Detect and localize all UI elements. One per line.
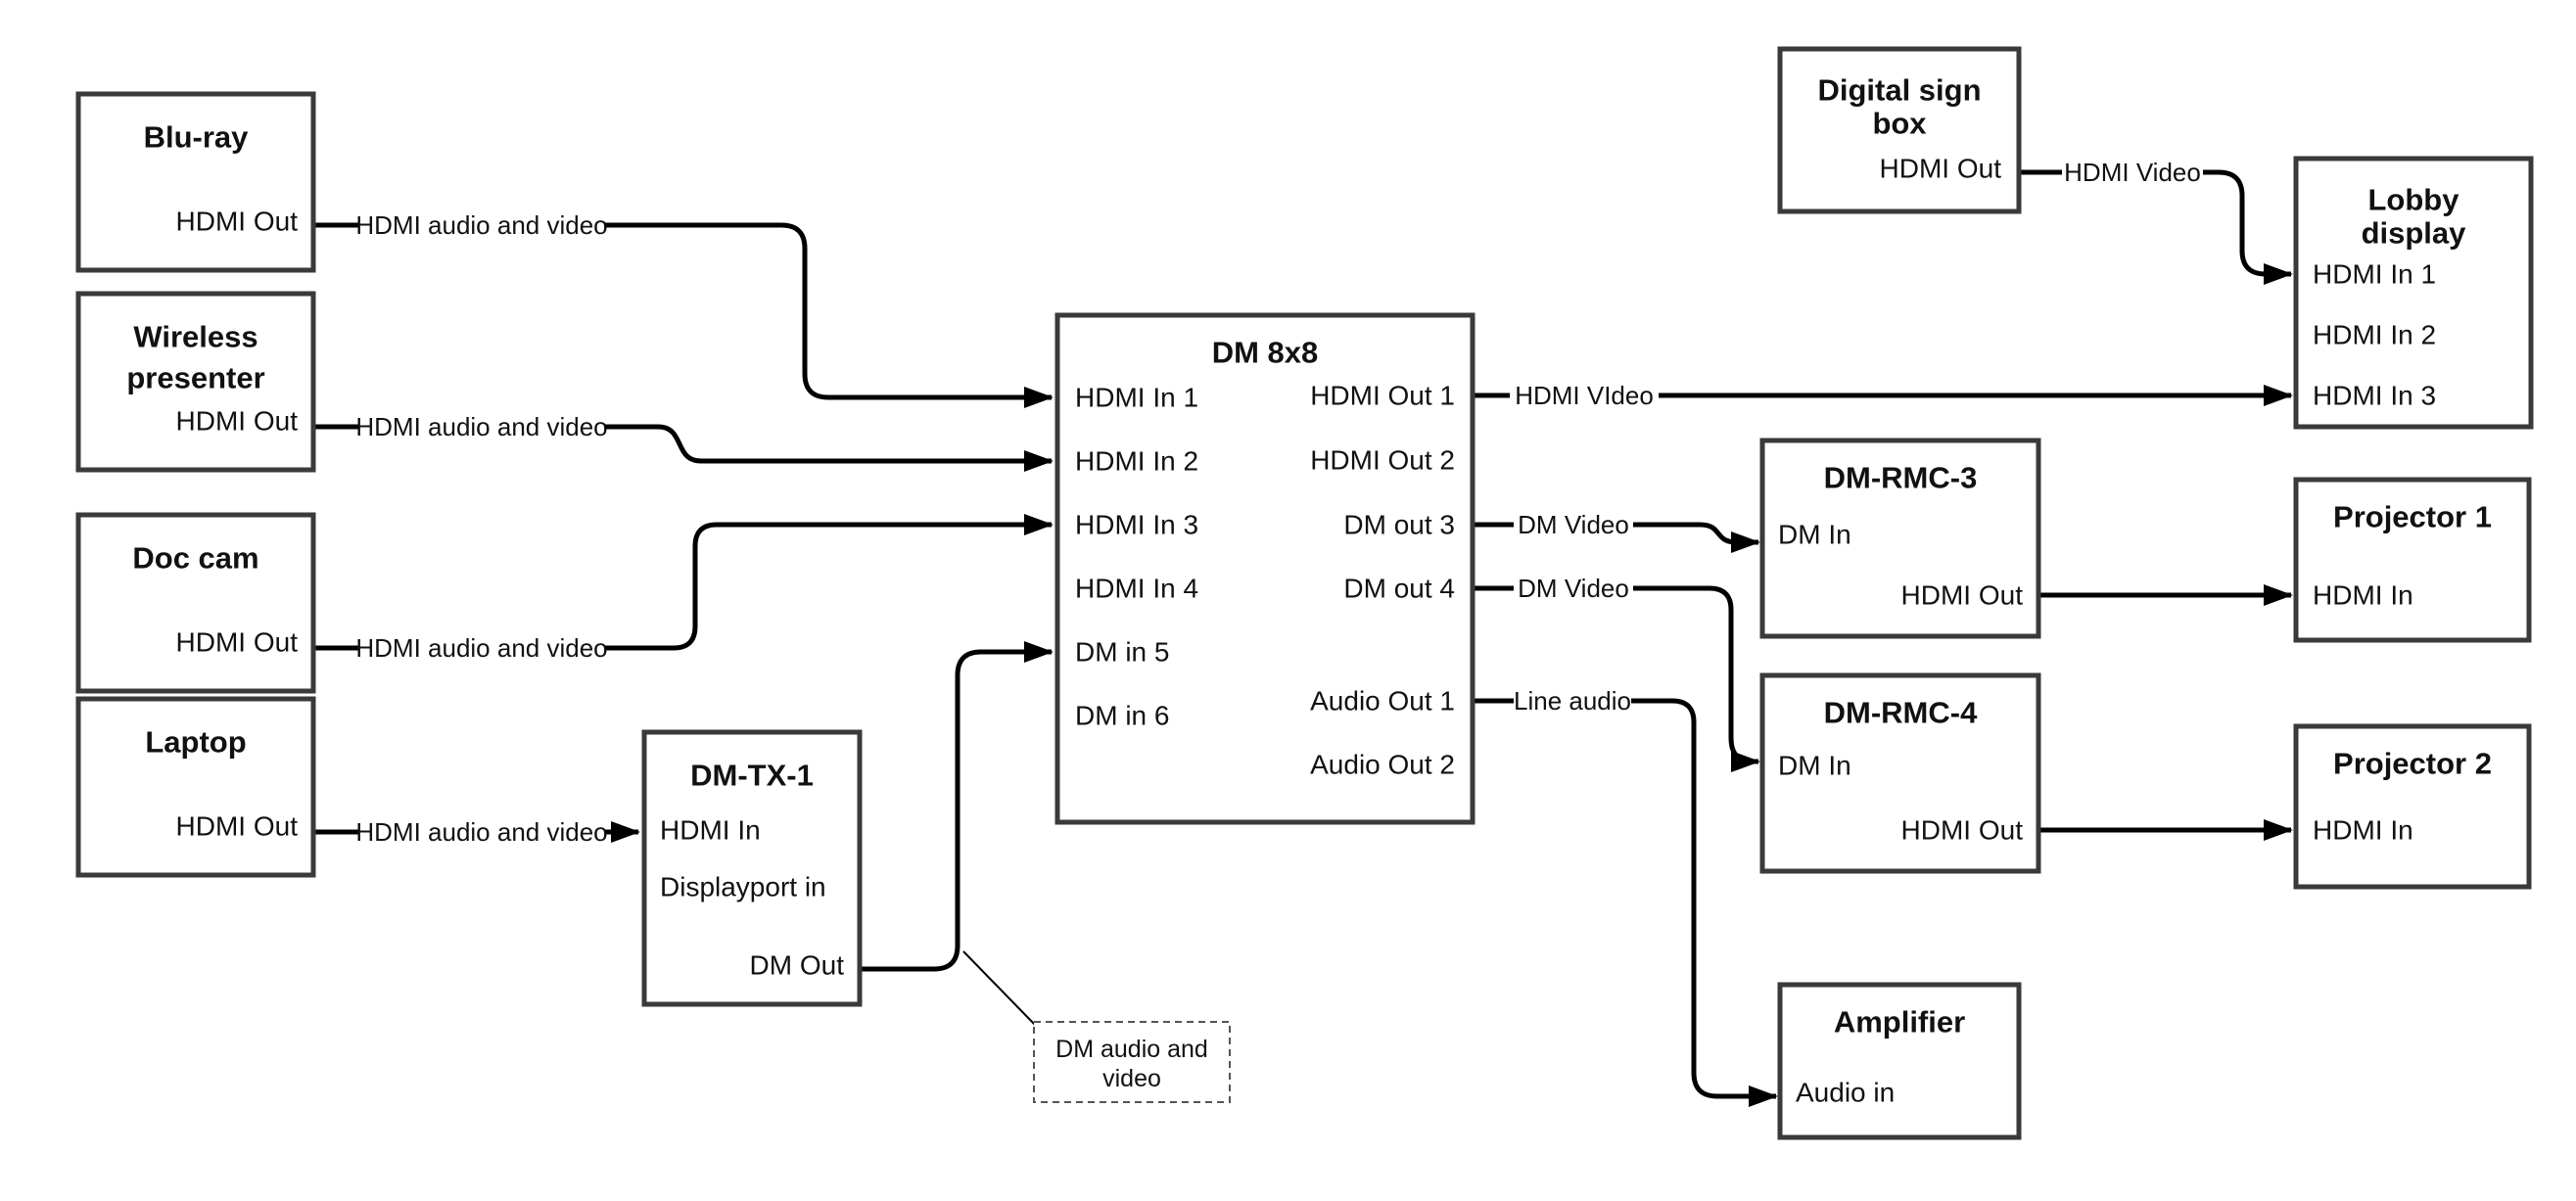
- port-dmrmc4-dm-in: DM In: [1778, 751, 1851, 781]
- port-lobby-hdmi-in-2: HDMI In 2: [2313, 320, 2436, 350]
- edge-digitalsign-to-lobby-segment2: [2203, 169, 2293, 285]
- port-dm8x8-dm-in-5: DM in 5: [1075, 637, 1169, 668]
- port-projector1-hdmi-in: HDMI In: [2313, 580, 2413, 611]
- port-dm8x8-dm-out-3: DM out 3: [1343, 510, 1455, 540]
- edge-doccam-to-dm8x8-segment2: [605, 514, 1054, 651]
- node-dm8x8-title: DM 8x8: [1212, 336, 1319, 370]
- note-callout-line: [962, 950, 1037, 1027]
- edge-bluray-to-dm8x8-label: HDMI audio and video: [355, 210, 607, 240]
- node-dmrmc4: [1759, 672, 2041, 874]
- port-dm8x8-hdmi-in-2: HDMI In 2: [1075, 446, 1198, 477]
- edge-bluray-to-dm8x8-segment2: [605, 222, 1054, 408]
- port-lobby-hdmi-in-3: HDMI In 3: [2313, 381, 2436, 411]
- port-lobby-hdmi-in-1: HDMI In 1: [2313, 259, 2436, 290]
- edge-digitalsign-to-lobby-label: HDMI Video: [2064, 158, 2201, 187]
- port-dm8x8-hdmi-out-1: HDMI Out 1: [1310, 381, 1455, 411]
- port-laptop-hdmi-out: HDMI Out: [176, 811, 299, 842]
- port-dm8x8-hdmi-out-2: HDMI Out 2: [1310, 445, 1455, 476]
- edge-dmout4-to-dmrmc4-label: DM Video: [1518, 574, 1629, 603]
- edge-wireless-to-dm8x8-label: HDMI audio and video: [355, 412, 607, 441]
- edge-dmout4-to-dmrmc4-segment2: [1633, 585, 1760, 772]
- node-digitalsign: [1777, 46, 2022, 214]
- edge-dmout3-to-dmrmc3-label: DM Video: [1518, 510, 1629, 539]
- node-bluray: [75, 91, 316, 273]
- port-dm8x8-hdmi-in-3: HDMI In 3: [1075, 510, 1198, 540]
- port-projector2-hdmi-in: HDMI In: [2313, 815, 2413, 846]
- node-lobby-display: [2293, 156, 2534, 430]
- port-dm8x8-dm-in-6: DM in 6: [1075, 701, 1169, 731]
- port-dm8x8-hdmi-in-4: HDMI In 4: [1075, 574, 1198, 604]
- edge-doccam-to-dm8x8-label: HDMI audio and video: [355, 633, 607, 663]
- node-bluray-title: Blu-ray: [144, 120, 250, 155]
- node-amplifier: [1777, 982, 2022, 1140]
- edge-wireless-to-dm8x8-segment2: [605, 424, 1054, 472]
- node-digitalsign-title-line2: box: [1872, 107, 1927, 141]
- node-laptop-title: Laptop: [145, 725, 246, 760]
- port-dmrmc4-hdmi-out: HDMI Out: [1901, 815, 2024, 846]
- port-dm8x8-audio-out-2: Audio Out 2: [1310, 750, 1455, 780]
- edge-dmtx1-to-dm8x8: [860, 641, 1054, 972]
- edge-audioout1-to-amplifier-label: Line audio: [1514, 686, 1631, 716]
- port-dm8x8-dm-out-4: DM out 4: [1343, 574, 1455, 604]
- node-digitalsign-title-line1: Digital sign: [1817, 73, 1981, 108]
- node-projector2-title: Projector 2: [2333, 747, 2492, 781]
- port-doccam-hdmi-out: HDMI Out: [176, 627, 299, 658]
- node-wireless-presenter: [75, 291, 316, 473]
- port-dmtx1-hdmi-in: HDMI In: [660, 815, 761, 846]
- node-dmrmc4-title: DM-RMC-4: [1824, 696, 1978, 730]
- port-wireless-hdmi-out: HDMI Out: [176, 406, 299, 437]
- edge-hdmiout1-to-lobby-label: HDMI VIdeo: [1515, 381, 1654, 410]
- port-dmrmc3-hdmi-out: HDMI Out: [1901, 580, 2024, 611]
- node-laptop: [75, 696, 316, 878]
- note-dm-audio-video-line1: DM audio and: [1055, 1036, 1208, 1063]
- port-amplifier-audio-in: Audio in: [1796, 1078, 1895, 1108]
- node-doccam: [75, 512, 316, 694]
- edge-dmout3-to-dmrmc3-segment2: [1633, 522, 1760, 553]
- port-dmrmc3-dm-in: DM In: [1778, 520, 1851, 550]
- node-projector1-title: Projector 1: [2333, 500, 2492, 534]
- port-dm8x8-hdmi-in-1: HDMI In 1: [1075, 383, 1198, 413]
- node-projector1: [2293, 477, 2532, 643]
- node-wireless-title-line1: Wireless: [133, 320, 258, 354]
- edge-audioout1-to-amplifier-segment2: [1631, 698, 1778, 1107]
- note-dm-audio-video-line2: video: [1102, 1065, 1161, 1092]
- port-dm8x8-audio-out-1: Audio Out 1: [1310, 686, 1455, 716]
- node-dmrmc3: [1759, 438, 2041, 639]
- node-dmtx1: [641, 729, 863, 1007]
- node-dmtx1-title: DM-TX-1: [690, 759, 814, 793]
- node-lobby-title-line2: display: [2362, 216, 2467, 251]
- port-dmtx1-dm-out: DM Out: [750, 950, 845, 981]
- node-amplifier-title: Amplifier: [1834, 1005, 1965, 1039]
- port-dmtx1-displayport-in: Displayport in: [660, 872, 826, 902]
- node-lobby-title-line1: Lobby: [2368, 183, 2460, 217]
- note-dm-audio-video-box: [1033, 1021, 1231, 1103]
- node-doccam-title: Doc cam: [132, 541, 258, 576]
- port-bluray-hdmi-out: HDMI Out: [176, 207, 299, 237]
- node-projector2: [2293, 723, 2532, 890]
- edge-laptop-to-dmtx1-label: HDMI audio and video: [355, 817, 607, 847]
- node-dm8x8: [1054, 312, 1475, 825]
- node-dmrmc3-title: DM-RMC-3: [1824, 461, 1978, 495]
- node-wireless-title-line2: presenter: [126, 361, 264, 395]
- port-digitalsign-hdmi-out: HDMI Out: [1880, 154, 2002, 184]
